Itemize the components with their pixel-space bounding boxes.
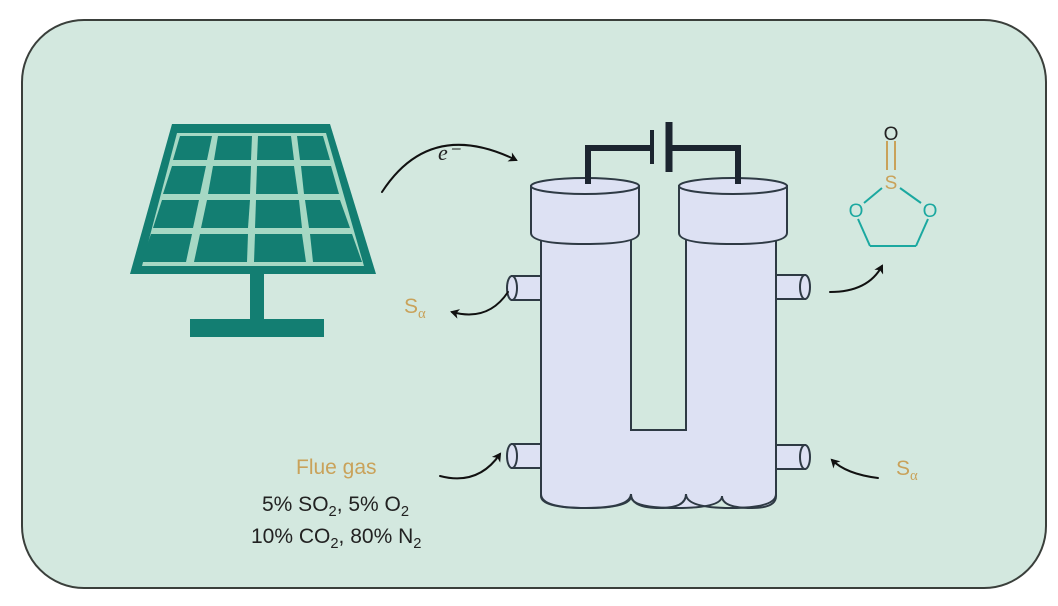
left-cap [530, 177, 640, 246]
atom-oxygen-top: O [884, 124, 899, 145]
sulfur-left-main: S [404, 295, 419, 318]
background-panel [21, 19, 1047, 589]
sulfur-left-sub: α [418, 306, 426, 323]
right-upper-port [774, 274, 811, 300]
left-upper-port [506, 275, 545, 301]
product-arrow [829, 264, 884, 293]
sulfur-out-arrow [450, 291, 509, 319]
h-cell-icon [506, 177, 811, 510]
comp2-part1: 10% CO [251, 525, 331, 548]
sulfur-right-label: Sα [896, 457, 918, 483]
comp2-part2: , 80% N [338, 525, 414, 548]
sulfur-in-arrow [830, 458, 879, 479]
sulfur-left-label: Sα [404, 295, 426, 321]
sulfur-right-sub: α [910, 468, 918, 485]
flue-gas-label: Flue gas [296, 456, 377, 479]
comp1-part1: 5% SO [262, 493, 329, 516]
composition-line-2: 10% CO2, 80% N2 [251, 525, 421, 551]
comp1-sub2: 2 [400, 504, 410, 521]
atom-sulfur: S [885, 173, 898, 194]
flue-gas-arrow [439, 452, 502, 480]
battery-icon [585, 122, 741, 184]
left-lower-port [506, 443, 545, 469]
electron-arrow [381, 143, 518, 193]
comp2-sub2: 2 [413, 536, 422, 553]
atom-oxygen-right: O [923, 201, 938, 222]
solar-panel-icon [130, 124, 376, 337]
right-cap [678, 177, 788, 246]
atom-oxygen-left: O [849, 201, 864, 222]
comp1-part2: , 5% O [336, 493, 401, 516]
electron-label: e⁻ [438, 140, 460, 165]
cyclic-sulfite-molecule-icon: O S O O [849, 124, 938, 247]
composition-line-1: 5% SO2, 5% O2 [262, 493, 409, 519]
sulfur-right-main: S [896, 457, 911, 480]
comp1-sub1: 2 [328, 504, 337, 521]
comp2-sub1: 2 [330, 536, 339, 553]
right-lower-port [774, 444, 811, 470]
